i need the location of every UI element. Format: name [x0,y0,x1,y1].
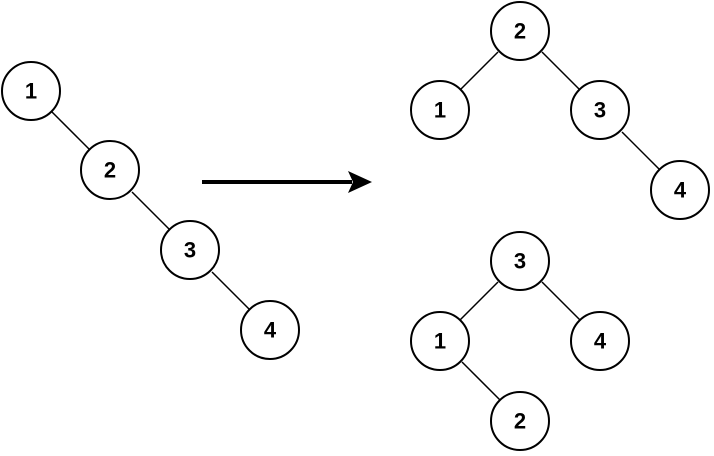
tree-node: 2 [490,1,550,61]
tree-node: 1 [1,61,61,121]
tree-node: 4 [650,160,710,220]
edge-3-4 [541,281,581,321]
node-label: 2 [514,19,526,44]
edge-1-2 [461,361,501,401]
tree-node: 2 [490,391,550,451]
tree-node: 1 [410,311,470,371]
edge-2-3 [541,51,581,91]
tree-node: 4 [240,300,300,360]
tree-node: 4 [570,311,630,371]
tree-node: 1 [410,80,470,140]
tree-node: 3 [160,220,220,280]
node-label: 3 [184,238,196,263]
edge-2-3 [131,191,170,230]
node-label: 3 [514,249,526,274]
output-tree-1: 2 1 3 4 [410,1,710,220]
arrow-head-icon [348,171,372,193]
node-label: 4 [594,329,607,354]
tree-node: 3 [570,80,630,140]
tree-node: 3 [490,231,550,291]
node-label: 1 [434,98,446,123]
node-label: 1 [434,329,446,354]
node-label: 4 [264,318,277,343]
edge-3-1 [459,281,499,321]
node-label: 2 [514,409,526,434]
edge-3-4 [621,131,661,171]
transform-arrow [202,171,372,193]
tree-node: 2 [80,140,140,200]
node-label: 3 [594,98,606,123]
node-label: 2 [104,158,116,183]
edge-1-2 [51,111,90,150]
edge-2-1 [459,51,499,91]
input-tree: 1 2 3 4 [1,61,300,360]
output-tree-2: 3 1 4 2 [410,231,630,451]
node-label: 1 [25,79,37,104]
edge-3-4 [211,271,250,310]
node-label: 4 [674,178,687,203]
